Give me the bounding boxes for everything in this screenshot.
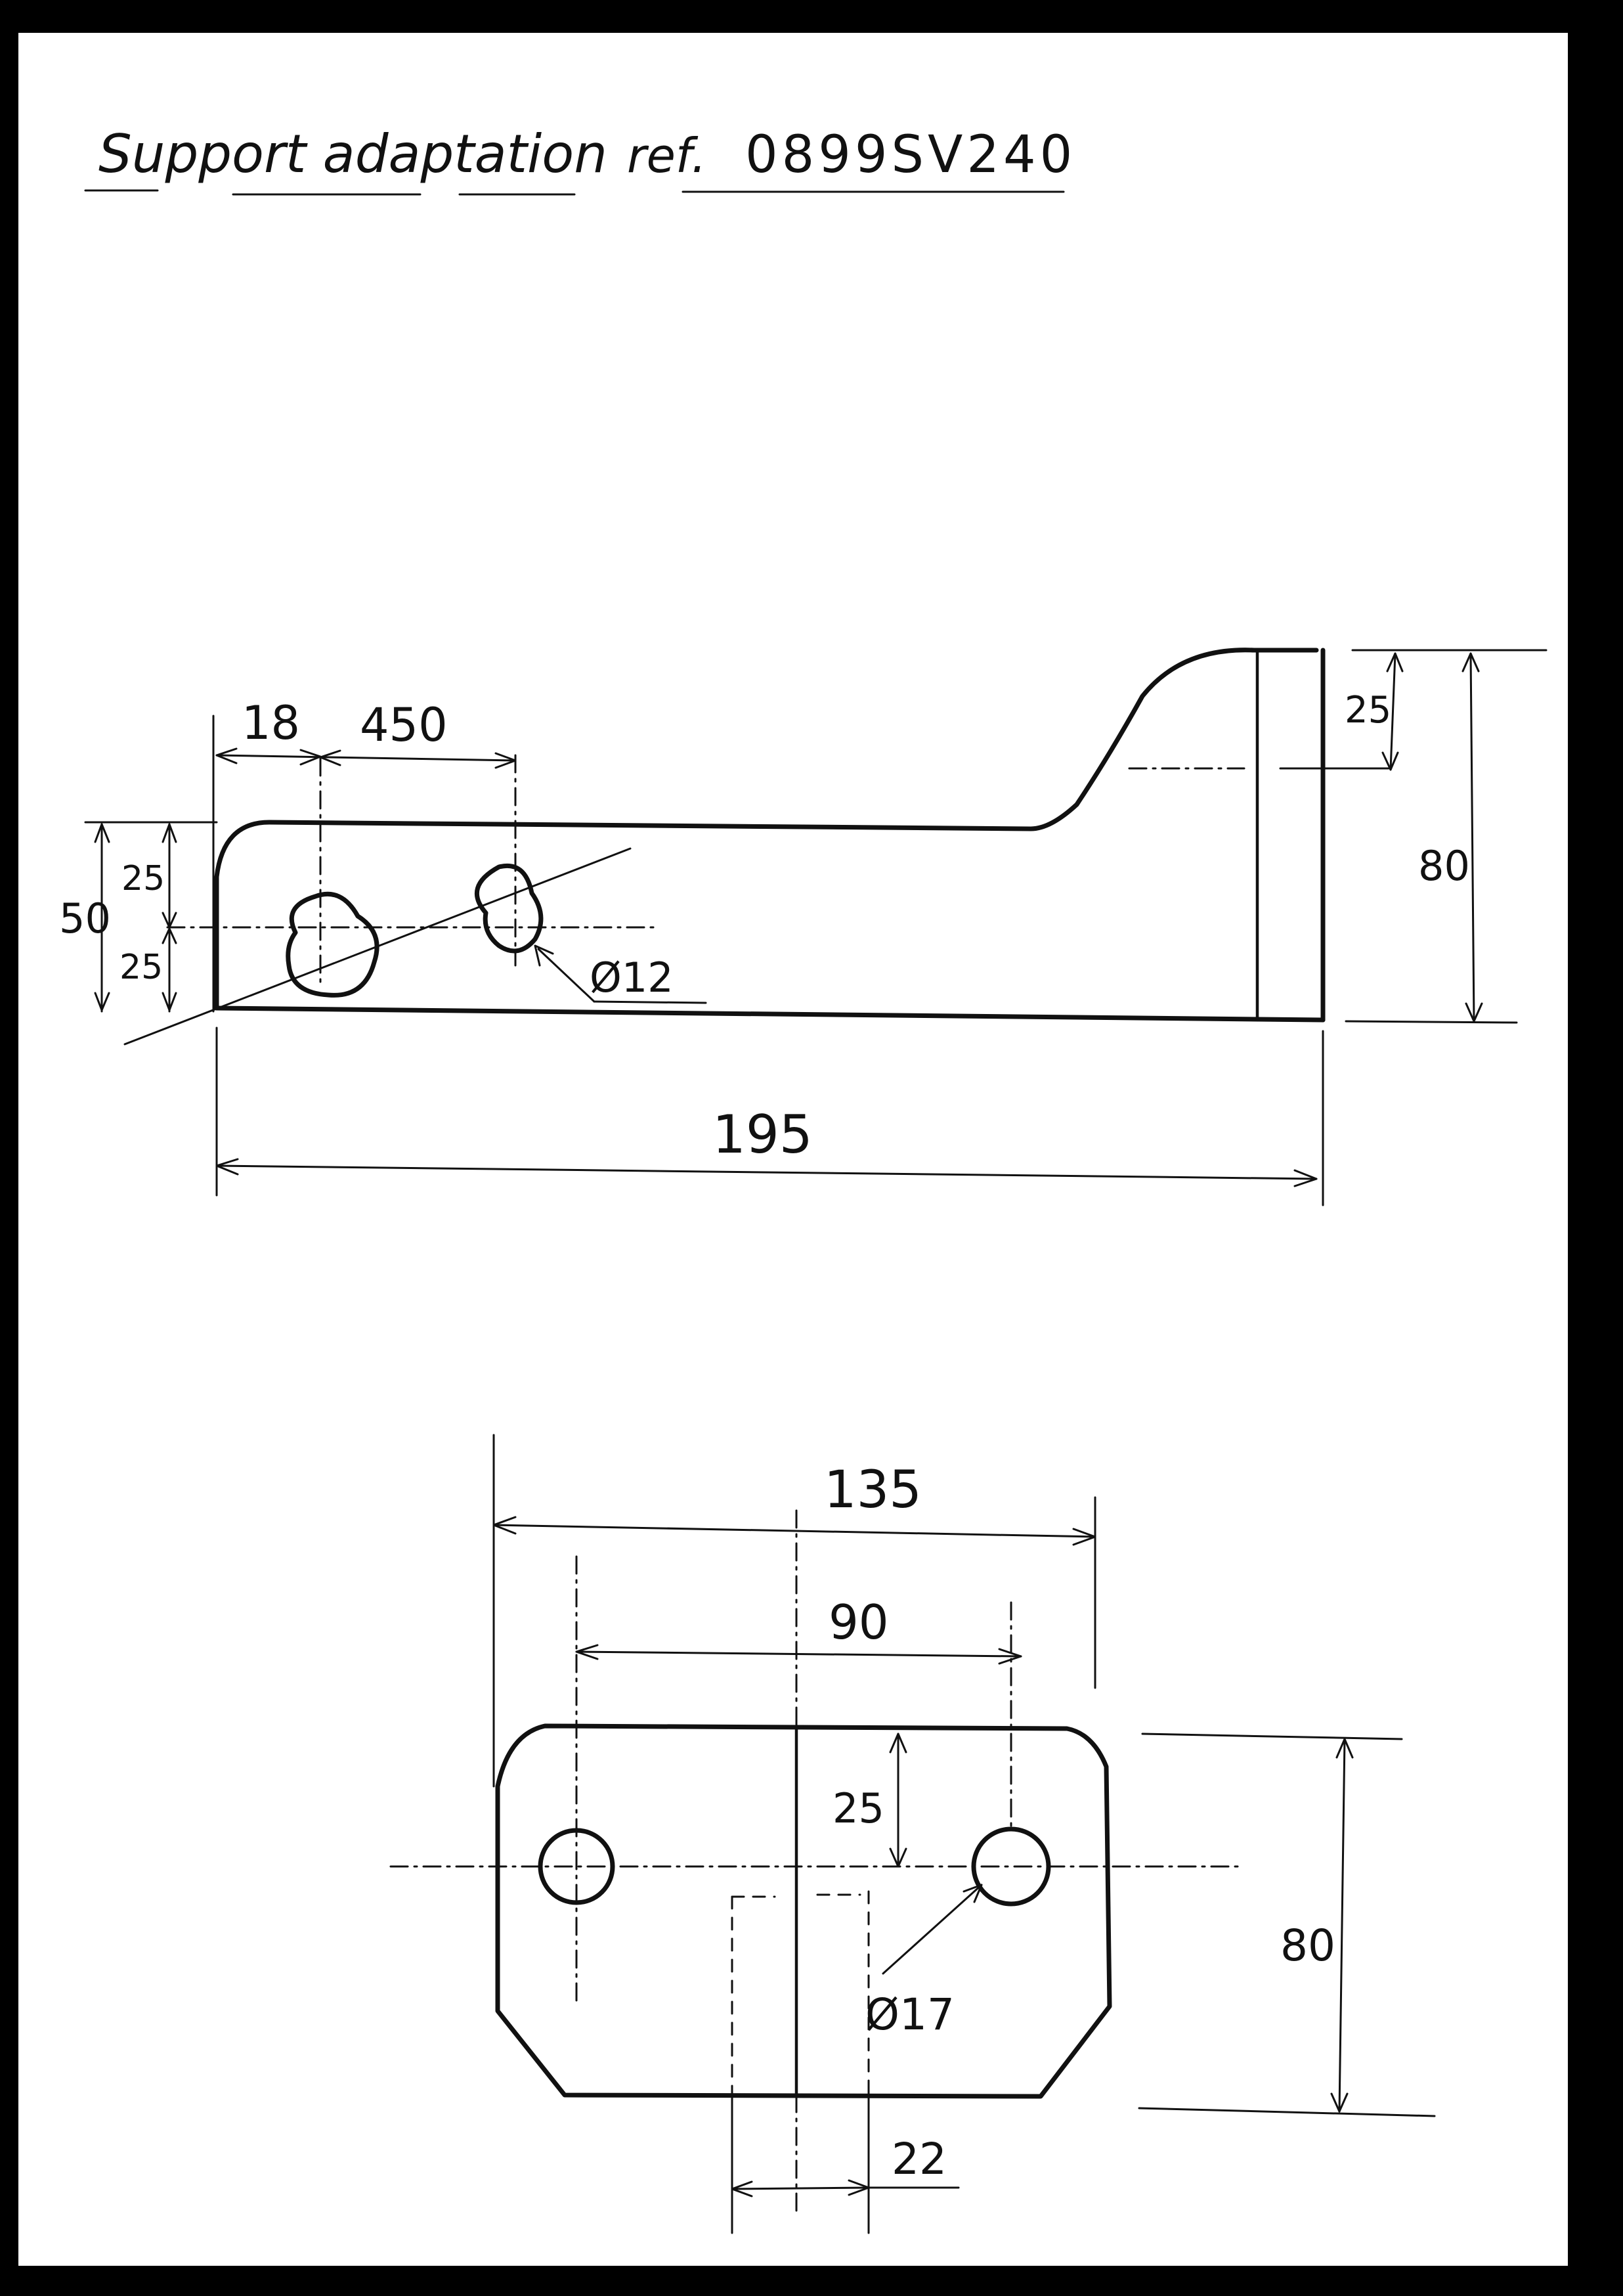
plan-dim-arrow	[1330, 2092, 1349, 2113]
plan-ext-top	[1141, 1733, 1403, 1740]
title-ref-label: ref.	[627, 128, 706, 183]
side-dim-arrow	[319, 749, 341, 766]
side-dim-spacing: 450	[360, 698, 448, 752]
plan-ext-bottom	[1138, 2107, 1436, 2117]
side-dim-total-height: 50	[59, 894, 111, 942]
plan-dim-width: 135	[824, 1461, 922, 1520]
title-ref-code: 0899SV240	[745, 125, 1076, 185]
title-part-name: Support adaptation	[98, 123, 607, 185]
side-hole-left	[286, 891, 379, 998]
side-dim-arrow	[162, 823, 177, 843]
side-dim-arrow	[1465, 1002, 1483, 1023]
side-view-bottom-edge	[214, 1005, 1326, 1023]
side-oblique-leader	[123, 847, 632, 1046]
plan-dim-line-22	[731, 2186, 870, 2190]
side-dim-overall-length: 195	[712, 1104, 813, 1165]
side-dim-lower-half: 25	[119, 948, 163, 987]
side-dim-step: 25	[1345, 689, 1391, 732]
side-ext-right-bottom	[1345, 1020, 1518, 1024]
plan-dim-arrow	[1072, 1528, 1096, 1546]
side-dim-line-step	[1389, 652, 1396, 771]
side-hole-right	[474, 863, 544, 954]
plan-dim-arrow	[998, 1648, 1022, 1665]
side-dim-line-top	[215, 754, 517, 762]
plan-dim-hole-offset: 25	[833, 1784, 884, 1832]
plan-dim-hole-dia: Ø17	[865, 1989, 955, 2040]
side-dim-arrow	[534, 944, 554, 967]
plan-dim-arrow	[889, 1733, 907, 1754]
plan-dim-slot: 22	[892, 2134, 947, 2184]
plan-dim-line-90	[575, 1650, 1022, 1658]
plan-dim-line-135	[492, 1524, 1096, 1538]
side-dim-arrow	[162, 912, 177, 929]
side-dim-arrow	[1381, 751, 1399, 771]
side-view-outline	[214, 648, 1319, 1011]
side-dim-arrow	[162, 927, 177, 944]
plan-dim-arrow	[575, 1644, 599, 1660]
side-dim-arrow	[1293, 1169, 1318, 1187]
plan-dim-arrow	[731, 2180, 753, 2197]
side-dim-hole-dia: Ø12	[590, 954, 674, 1002]
side-dim-arrow	[94, 992, 110, 1011]
side-dim-line-80	[1469, 652, 1475, 1023]
side-dim-arrow	[494, 752, 517, 769]
side-dim-line-195	[215, 1164, 1318, 1180]
plan-dim-arrow	[492, 1516, 517, 1535]
side-dim-upper-half: 25	[121, 859, 165, 898]
side-dim-arrow	[1461, 652, 1480, 673]
side-dim-arrow	[162, 992, 177, 1011]
plan-dim-height: 80	[1280, 1920, 1335, 1971]
plan-dim-hole-spacing: 90	[829, 1595, 889, 1650]
side-hole-leader-shelf	[593, 1000, 707, 1004]
plan-dim-line-80	[1338, 1738, 1346, 2113]
paper	[18, 33, 1568, 2266]
plan-view-outline	[495, 1723, 1112, 2099]
plan-view: 135 90 25 80 Ø17 22	[389, 1434, 1436, 2234]
plan-hole-leader	[882, 1884, 983, 1975]
side-view: 18 450 50 25 25 Ø12 25 80	[59, 648, 1547, 1206]
side-hole-leader	[537, 948, 595, 1003]
side-dim-arrow	[215, 1158, 239, 1176]
side-dim-left-offset: 18	[242, 696, 300, 750]
side-dim-arrow	[94, 823, 110, 843]
title-block: Support adaptation ref. 0899SV240	[84, 123, 1076, 196]
plan-dim-arrow	[963, 1884, 983, 1903]
side-dim-arrow	[1386, 652, 1404, 673]
plan-dim-arrow	[1335, 1738, 1354, 1759]
plan-dim-arrow	[889, 1847, 907, 1868]
side-dim-arrow	[215, 747, 238, 764]
side-dim-overall-height: 80	[1418, 842, 1470, 890]
